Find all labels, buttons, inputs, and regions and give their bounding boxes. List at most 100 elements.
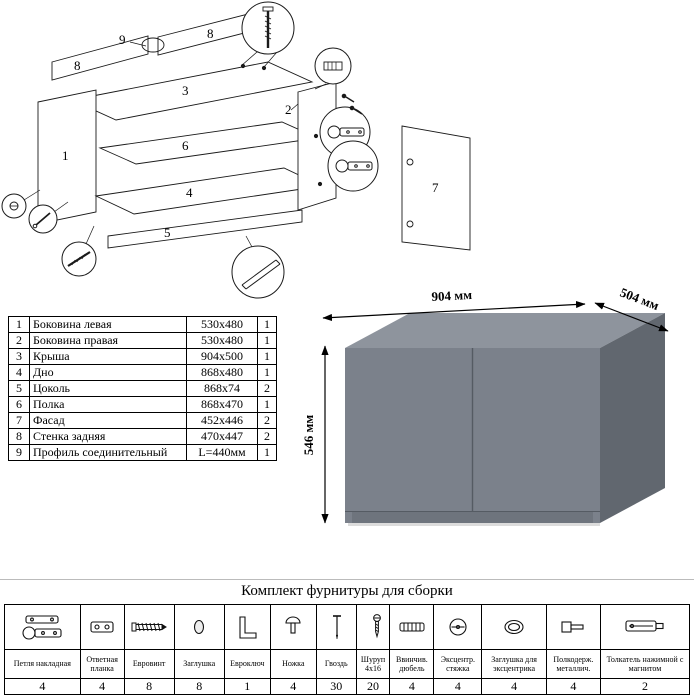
hw-item-name: Толкатель нажимной с магнитом <box>599 649 691 679</box>
part-label-1: 1 <box>62 148 69 163</box>
table-row: 3 Крыша 904x500 1 <box>8 348 277 365</box>
hw-item-qty: 4 <box>481 678 547 695</box>
hw-item-name: Эксцентр. стяжка <box>433 649 483 679</box>
table-row: 4 Дно 868x480 1 <box>8 364 277 381</box>
screw-icon <box>355 604 391 650</box>
hw-item-qty: 30 <box>315 678 357 695</box>
part-size: L=440мм <box>186 444 258 461</box>
hex-key-icon <box>223 604 271 650</box>
hardware-table: Петля накладная Ответная планка Евровинт… <box>4 604 691 695</box>
part-number: 8 <box>8 428 30 445</box>
profile-callout <box>231 245 285 299</box>
cam-lock-icon <box>433 604 483 650</box>
nail-icon <box>315 604 357 650</box>
part-name: Крыша <box>29 348 187 365</box>
hw-item-qty: 4 <box>545 678 601 695</box>
door-hinge-cup <box>406 220 414 228</box>
part-qty: 1 <box>257 348 277 365</box>
dimension-width: 904 мм <box>322 287 586 322</box>
part-number: 2 <box>8 332 30 349</box>
screw-detail-callout <box>61 241 97 277</box>
screw-callout <box>241 1 295 55</box>
width-label: 904 мм <box>431 287 472 304</box>
push-latch-icon <box>599 604 691 650</box>
left-side-panel <box>37 89 97 225</box>
part-number: 3 <box>8 348 30 365</box>
hardware-names-row: Петля накладная Ответная планка Евровинт… <box>4 649 691 679</box>
part-size: 452x446 <box>186 412 258 429</box>
table-row: 9 Профиль соединительный L=440мм 1 <box>8 444 277 461</box>
part-qty: 1 <box>257 396 277 413</box>
part-size: 530x480 <box>186 316 258 333</box>
shelf-support-icon <box>545 604 601 650</box>
hw-item-name: Заглушка для эксцентрика <box>481 649 547 679</box>
strike-plate-icon <box>79 604 125 650</box>
fitting-callout <box>28 204 58 234</box>
hw-item-qty: 4 <box>433 678 483 695</box>
back-panel-left <box>51 35 149 81</box>
part-qty: 1 <box>257 444 277 461</box>
part-qty: 2 <box>257 412 277 429</box>
hardware-qty-row: 4 4 8 8 1 4 30 20 4 4 4 4 2 <box>4 678 691 695</box>
part-number: 4 <box>8 364 30 381</box>
part-size: 868x470 <box>186 396 258 413</box>
foot-icon <box>269 604 317 650</box>
part-label-9: 9 <box>119 32 126 47</box>
hw-item-name: Евровинт <box>123 649 175 679</box>
hardware-kit-title: Комплект фурнитуры для сборки <box>241 583 453 599</box>
table-row: 5 Цоколь 868x74 2 <box>8 380 277 397</box>
part-size: 904x500 <box>186 348 258 365</box>
euro-screw-icon <box>123 604 175 650</box>
part-name: Дно <box>29 364 187 381</box>
hinge-callout <box>327 140 379 192</box>
part-number: 7 <box>8 412 30 429</box>
dimension-height: 546 мм <box>301 345 329 524</box>
shelf-panel <box>98 121 320 165</box>
exploded-diagram: 1 2 3 4 5 6 7 8 8 9 <box>1 1 471 299</box>
hw-item-name: Евроключ <box>223 649 271 679</box>
hw-item-qty: 4 <box>269 678 317 695</box>
cap-icon <box>173 604 225 650</box>
hw-item-name: Ответная планка <box>79 649 125 679</box>
table-row: 7 Фасад 452x446 2 <box>8 412 277 429</box>
table-row: 2 Боковина правая 530x480 1 <box>8 332 277 349</box>
part-label-4: 4 <box>186 185 193 200</box>
hw-item-name: Гвоздь <box>315 649 357 679</box>
door-hinge-cup <box>406 158 414 166</box>
part-number: 1 <box>8 316 30 333</box>
part-size: 530x480 <box>186 332 258 349</box>
hw-item-qty: 4 <box>79 678 125 695</box>
cabinet-render: 546 мм 904 мм 504 мм <box>301 285 669 526</box>
depth-label: 504 мм <box>618 285 661 314</box>
part-size: 868x74 <box>186 380 258 397</box>
part-name: Цоколь <box>29 380 187 397</box>
hw-item-qty: 20 <box>355 678 391 695</box>
part-label-8b: 8 <box>207 26 214 41</box>
cam-cap-icon <box>481 604 547 650</box>
table-row: 6 Полка 868x470 1 <box>8 396 277 413</box>
part-label-6: 6 <box>182 138 189 153</box>
dowel-icon <box>389 604 435 650</box>
parts-table: 1 Боковина левая 530x480 1 2 Боковина пр… <box>8 316 277 461</box>
part-qty: 2 <box>257 428 277 445</box>
dowel-callout <box>314 47 352 85</box>
part-name: Фасад <box>29 412 187 429</box>
hinge-icon <box>4 604 81 650</box>
part-label-2: 2 <box>285 102 292 117</box>
door-panel <box>401 125 471 251</box>
cabinet-side-face <box>600 313 665 523</box>
part-label-7: 7 <box>432 180 439 195</box>
part-name: Боковина правая <box>29 332 187 349</box>
hw-item-name: Ввинчив. дюбель <box>389 649 435 679</box>
part-label-5: 5 <box>164 225 171 240</box>
part-qty: 1 <box>257 364 277 381</box>
part-qty: 1 <box>257 316 277 333</box>
hw-item-qty: 8 <box>173 678 225 695</box>
hw-item-name: Заглушка <box>173 649 225 679</box>
part-name: Профиль соединительный <box>29 444 187 461</box>
part-name: Стенка задняя <box>29 428 187 445</box>
part-label-8a: 8 <box>74 58 81 73</box>
hw-item-qty: 1 <box>223 678 271 695</box>
part-label-3: 3 <box>182 83 189 98</box>
part-qty: 2 <box>257 380 277 397</box>
